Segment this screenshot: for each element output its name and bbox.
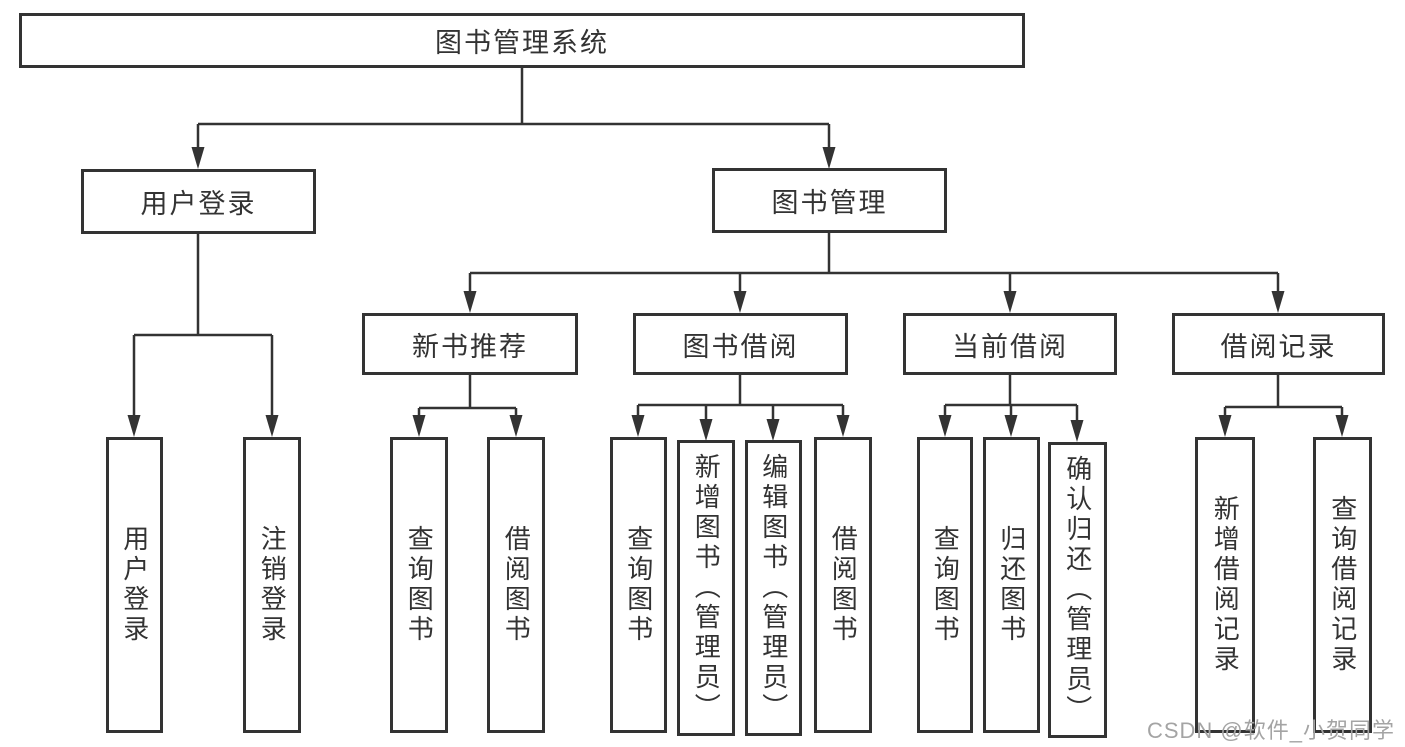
node-borrow-records: 借阅记录 [1172,313,1385,375]
node-label: 借阅图书 [501,525,532,645]
node-label: 查询图书 [930,525,961,645]
leaf-query-books-1: 查询图书 [390,437,448,733]
node-label: 归还图书 [996,525,1027,645]
node-label: 借阅图书 [828,525,859,645]
node-new-book-recommend: 新书推荐 [362,313,578,375]
connector-book-borrow-branch [631,375,850,441]
node-book-borrow: 图书借阅 [633,313,848,375]
node-label: 图书管理系统 [435,28,609,58]
node-label: 注销登录 [257,525,288,645]
node-label: 图书借阅 [682,331,799,362]
node-label: 借阅记录 [1220,331,1337,362]
node-label: 当前借阅 [952,331,1068,362]
connector-root-to-level2 [191,68,836,169]
node-user-login: 用户登录 [81,169,316,234]
node-label: 查询图书 [404,525,435,645]
connector-current-borrow-branch [938,375,1084,442]
connector-borrow-records-branch [1218,375,1349,437]
leaf-logout: 注销登录 [243,437,301,733]
node-label: 确认归还（管理员） [1062,455,1093,725]
node-label: 编辑图书（管理员） [758,453,789,723]
leaf-return-books: 归还图书 [983,437,1040,733]
node-book-management: 图书管理 [712,168,947,233]
node-label: 查询借阅记录 [1327,495,1358,675]
connector-user-login-branch [127,234,279,437]
connector-book-management-branch [463,233,1285,313]
node-label: 新增借阅记录 [1210,495,1241,675]
leaf-query-books-2: 查询图书 [610,437,667,733]
leaf-borrow-books-2: 借阅图书 [814,437,872,733]
node-label: 新增图书（管理员） [691,453,722,723]
node-label: 新书推荐 [412,331,528,362]
leaf-user-login: 用户登录 [106,437,163,733]
csdn-watermark: CSDN @软件_小贺同学 [1146,718,1395,743]
leaf-query-borrow-record: 查询借阅记录 [1313,437,1372,733]
node-current-borrow: 当前借阅 [903,313,1117,375]
node-label: 用户登录 [119,525,150,645]
leaf-query-books-3: 查询图书 [917,437,973,733]
node-label: 查询图书 [623,525,654,645]
node-label: 图书管理 [771,188,888,218]
connector-new-book-branch [412,375,523,437]
leaf-edit-books-admin: 编辑图书（管理员） [745,440,802,736]
leaf-confirm-return-admin: 确认归还（管理员） [1048,442,1107,738]
leaf-add-borrow-record: 新增借阅记录 [1195,437,1255,733]
leaf-borrow-books-1: 借阅图书 [487,437,545,733]
node-library-management-system: 图书管理系统 [19,13,1025,68]
node-label: 用户登录 [140,189,257,219]
leaf-add-books-admin: 新增图书（管理员） [677,440,735,736]
